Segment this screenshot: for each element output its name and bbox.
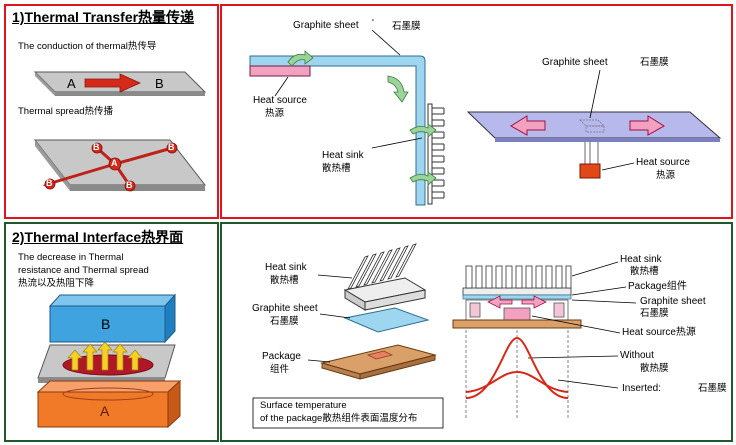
without-cn: 散热膜 xyxy=(640,363,669,374)
section2-title: 2)Thermal Interface热界面 xyxy=(12,229,184,245)
cs-graphite-cn: 石墨膜 xyxy=(640,308,669,319)
conduction-point-b: B xyxy=(155,76,164,91)
block-b-label: B xyxy=(101,316,111,332)
heat-sink-label-en: Heat sink xyxy=(322,150,364,161)
graphite-l-sheet xyxy=(249,55,426,206)
surface-temp-line2: of the package散热组件表面温度分布 xyxy=(260,413,418,424)
spread-point-bottom: B xyxy=(126,180,133,190)
cross-section-base xyxy=(452,319,582,329)
section2-left-panel xyxy=(4,222,219,442)
heat-source-label-cn: 热源 xyxy=(265,108,285,119)
heat-source-chip xyxy=(579,163,601,179)
exploded-graphite xyxy=(343,307,430,333)
spread-label: Thermal spread热传播 xyxy=(18,106,114,117)
without-en: Without xyxy=(620,350,654,361)
exploded-heat-sink-cn: 散热槽 xyxy=(270,275,299,286)
section2-desc-line1: The decrease in Thermal xyxy=(18,252,124,263)
graphite-leader2 xyxy=(319,313,351,319)
flow-arrows xyxy=(287,50,437,186)
spread-dots xyxy=(44,142,178,192)
plane-graphite-leader xyxy=(589,69,601,119)
section2-right-panel xyxy=(220,222,733,442)
chip-leader xyxy=(601,162,635,171)
cross-section-heat-sink xyxy=(462,265,572,296)
graphite-leader xyxy=(371,29,401,56)
cross-section-arrows xyxy=(487,295,547,309)
cs-graphite-en: Graphite sheet xyxy=(640,296,706,307)
section2-desc-line2: resistance and Thermal spread xyxy=(18,265,149,276)
block-a-label: A xyxy=(100,403,110,419)
cross-section-package xyxy=(465,299,569,321)
graphite-label-mark: ' xyxy=(372,18,374,29)
plane-graphite-label-en: Graphite sheet xyxy=(542,57,608,68)
heat-source-leg xyxy=(584,142,599,165)
cs-package: Package组件 xyxy=(628,281,687,292)
conduction-arrow xyxy=(84,73,141,93)
graphite-label-cn: 石墨膜 xyxy=(392,21,421,32)
chip-label-cn: 热源 xyxy=(656,170,676,181)
chip-label-en: Heat source xyxy=(636,157,690,168)
graphite-plane xyxy=(466,111,722,142)
heat-sink-fins xyxy=(427,103,445,205)
cs-heat-sink-cn: 散热槽 xyxy=(630,266,659,277)
exploded-package xyxy=(320,344,437,380)
surface-temp-box xyxy=(252,397,444,429)
inserted-cn: 石墨膜 xyxy=(698,383,727,394)
exploded-package-en: Package xyxy=(262,351,301,362)
exploded-package-cn: 组件 xyxy=(270,364,290,375)
exploded-heat-sink-en: Heat sink xyxy=(265,262,307,273)
surface-temp-line1: Surface temperature xyxy=(260,400,347,411)
section2-desc-line3: 热流以及热阻下降 xyxy=(18,278,95,289)
conduction-label: The conduction of thermal热传导 xyxy=(18,41,157,52)
cs-heat-source: Heat source热源 xyxy=(622,327,696,338)
temperature-curves xyxy=(465,330,569,420)
heat-sink-leader2 xyxy=(317,274,353,279)
spread-point-top: B xyxy=(93,142,100,152)
package-leader xyxy=(307,359,331,363)
exploded-heat-sink xyxy=(343,243,427,311)
block-b xyxy=(48,293,177,344)
spread-point-center: A xyxy=(111,158,118,168)
plane-arrows xyxy=(510,115,665,136)
plane-center-box xyxy=(579,119,605,133)
cs-heat-sink-en: Heat sink xyxy=(620,254,662,265)
spread-point-left: B xyxy=(46,178,53,188)
exploded-graphite-en: Graphite sheet xyxy=(252,303,318,314)
section1-left-panel xyxy=(4,4,219,219)
heat-source-block xyxy=(249,65,311,77)
inserted-en: Inserted: xyxy=(622,383,661,394)
section1-title: 1)Thermal Transfer热量传递 xyxy=(12,9,195,25)
spread-point-right: B xyxy=(168,142,175,152)
heat-source-leader xyxy=(274,76,289,97)
graphite-label-en: Graphite sheet xyxy=(293,20,359,31)
conduction-point-a: A xyxy=(67,76,76,91)
plane-graphite-label-cn: 石墨膜 xyxy=(640,57,669,68)
section1-right-panel xyxy=(220,4,733,219)
exploded-graphite-cn: 石墨膜 xyxy=(270,316,299,327)
cross-section-graphite xyxy=(462,294,572,300)
heat-source-label-en: Heat source xyxy=(253,95,307,106)
block-a xyxy=(36,379,182,429)
heat-sink-leader xyxy=(371,137,423,149)
heat-sink-label-cn: 散热槽 xyxy=(322,163,351,174)
